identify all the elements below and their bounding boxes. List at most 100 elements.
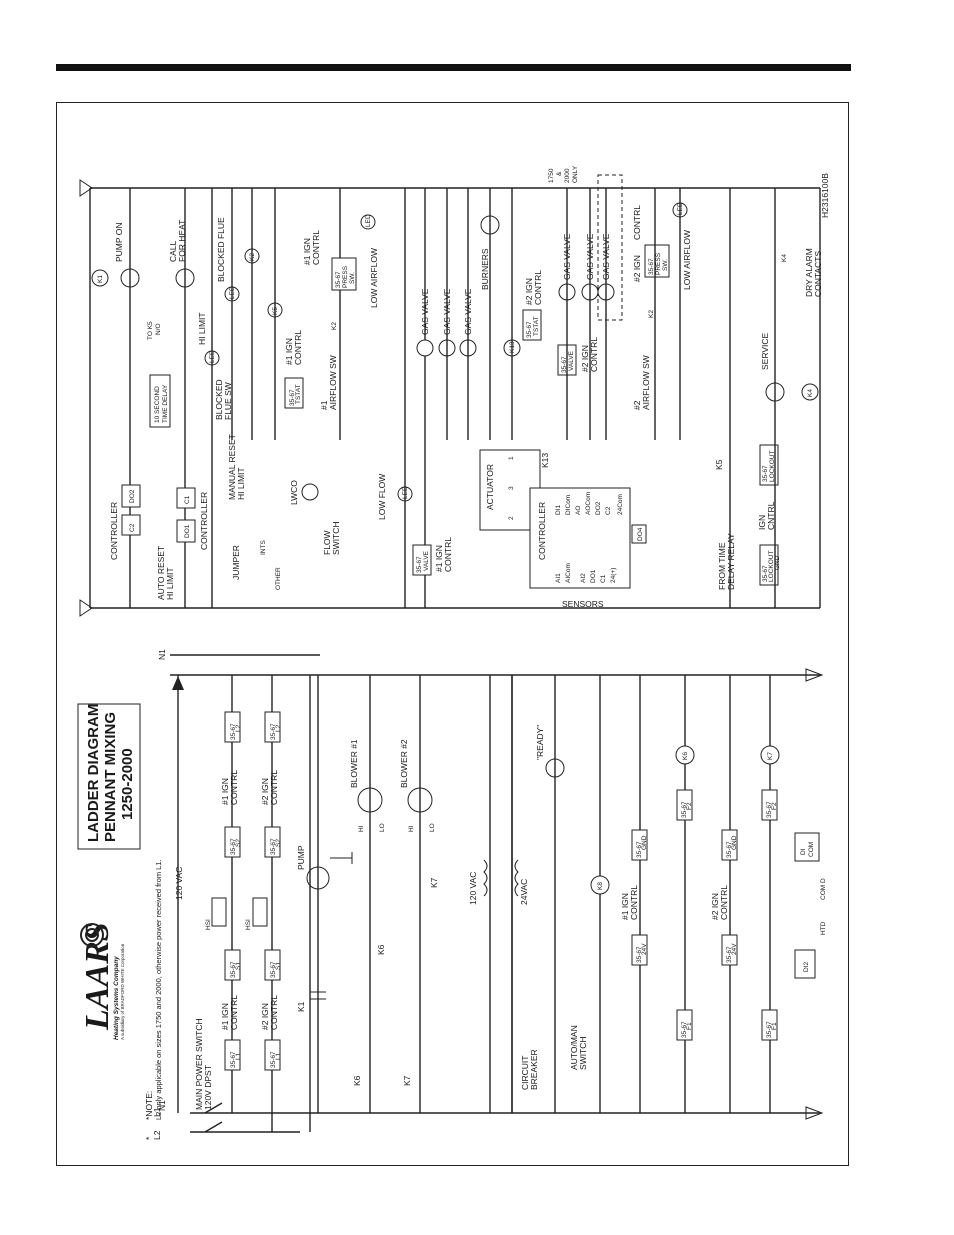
comd-label: COM D <box>820 878 827 900</box>
press1-ign: #1 IGN <box>302 238 312 265</box>
ign1-label-1: #1 IGN <box>220 1003 230 1030</box>
ints-label: INTS <box>260 540 267 555</box>
actuator-pin3: 3 <box>508 486 515 490</box>
controller-label: CONTROLLER <box>537 502 547 560</box>
ign1-24v-contrl: CONTRL <box>629 885 639 920</box>
actuator-pin2: 2 <box>508 516 515 520</box>
transformer-secondary: 24VAC <box>519 879 529 905</box>
ign2-l1-pin: L1 <box>275 1052 282 1060</box>
f1-code-1: 35-67 <box>681 1021 688 1038</box>
manual-reset-label2: HI LIMIT <box>236 467 246 500</box>
pin-ao: AO <box>575 506 582 515</box>
tstat2-ign: #2 IGN <box>524 278 534 305</box>
actuator-pin1: 1 <box>508 456 515 460</box>
actuator-label: ACTUATOR <box>485 464 495 510</box>
blower1-motor-icon <box>357 787 383 813</box>
only-1750: 1750 <box>548 168 555 183</box>
pin-di1: DI1 <box>555 505 562 516</box>
valve2-code: 35-67 <box>561 356 568 373</box>
low-flow-label: LOW FLOW <box>377 474 387 520</box>
to-k5-label2: N/O <box>155 323 162 335</box>
low-airflow1-led-icon <box>360 214 376 230</box>
n1-top-label: N1 <box>157 649 167 660</box>
k1-coil-label: K1 <box>97 275 104 283</box>
jumper-label: JUMPER <box>231 545 241 580</box>
auto-reset-label: AUTO RESET <box>156 546 166 600</box>
pin-24plus: 24(+) <box>610 568 617 583</box>
drawing-number: H2316100B <box>820 173 830 218</box>
call-heat-label: CALL <box>168 240 178 262</box>
f2-pin-2: F2 <box>771 802 778 810</box>
ctrl-c2-box: C2 <box>129 523 136 532</box>
ign2-l2-pin: L2 <box>275 724 282 732</box>
airflow1-num: #1 <box>319 400 329 410</box>
pin-aicom: AICom <box>565 563 572 583</box>
tstat1-ign: #1 IGN <box>284 338 294 365</box>
pin-24com: 24Com <box>617 494 624 515</box>
only-label: ONLY <box>572 165 579 183</box>
pin-do1: DO1 <box>590 569 597 583</box>
low-airflow1-label: LOW AIRFLOW <box>369 248 379 308</box>
ign1-gnd-code: 35-67 <box>636 841 643 858</box>
f1-code-2: 35-67 <box>766 1021 773 1038</box>
from-td-label: FROM TIME <box>717 542 727 590</box>
logo-emblem-icon <box>80 923 104 947</box>
k6-nc-label: K6 <box>376 944 386 955</box>
ign1-contrl-2: CONTRL <box>229 770 239 805</box>
lockout-gnd-code: 35-67 <box>762 565 769 582</box>
k4-coil-label: K4 <box>807 389 814 397</box>
logo-tagline: Heating Systems Company <box>113 956 120 1040</box>
ign2-24v-pin: 24V <box>731 943 738 955</box>
only-amp: & <box>556 171 563 176</box>
tstat2-contrl: CONTRL <box>533 270 543 305</box>
ign2-gnd-code: 35-67 <box>726 841 733 858</box>
press1-contrl: CONTRL <box>311 230 321 265</box>
valve1-contrl: CONTRL <box>443 537 453 572</box>
time-delay-label: 10 SECOND <box>154 386 161 423</box>
pin-dicom: DICom <box>565 495 572 515</box>
k2b-contact-label: K2 <box>648 310 655 318</box>
manual-reset-label: MANUAL RESET <box>227 434 237 500</box>
ctrl-upper-label: CONTROLLER <box>109 502 119 560</box>
blower2-label: BLOWER #2 <box>399 739 409 788</box>
hsi1-label: HSI <box>205 919 212 930</box>
blocked-sw-label: BLOCKED <box>214 379 224 420</box>
low-airflow1-led: LED <box>365 214 372 227</box>
ign-cntrl-label: IGN <box>757 515 767 530</box>
flow-switch-label2: SWITCH <box>331 521 341 555</box>
diagram-frame <box>56 102 849 1166</box>
pin-aocom: AOCom <box>585 492 592 515</box>
ign2-l2-code: 35-67 <box>270 723 277 740</box>
airflow2-num: #2 <box>632 400 642 410</box>
ign1-s1-code: 35-67 <box>230 961 237 978</box>
valve1-ign: #1 IGN <box>434 545 444 572</box>
ign1-label-2: #1 IGN <box>220 778 230 805</box>
ign2-label-1: #2 IGN <box>260 1003 270 1030</box>
tstat2-code: 35-67 <box>526 321 533 338</box>
ign1-24v-label: #1 IGN <box>620 893 630 920</box>
controller-box <box>529 487 631 589</box>
press2-code: 35-67 <box>648 258 655 275</box>
f2-code-2: 35-67 <box>766 801 773 818</box>
press1-sw: SW. <box>349 272 356 284</box>
logo-sub: A subsidiary of BRADFORD WHITE Corporati… <box>120 943 125 1040</box>
title-line1: LADDER DIAGRAM <box>85 704 102 842</box>
f2-code-1: 35-67 <box>681 801 688 818</box>
hi-limit-label: HI LIMIT <box>197 312 207 345</box>
pin-do2: DO2 <box>595 501 602 515</box>
k13-contact-label: K13 <box>540 453 550 468</box>
pin-c1: C1 <box>600 574 607 583</box>
flow-switch-label: FLOW <box>322 530 332 555</box>
lwco-label: LWCO <box>289 480 299 505</box>
tstat1-contrl: CONTRL <box>293 330 303 365</box>
logo-brand: LAARS <box>79 922 116 1031</box>
valve2-pin: VALVE <box>568 350 575 371</box>
sensors-text: SENSORS <box>562 599 604 609</box>
lower-section: N1 N1 MAIN POWER SWITCH 120V DPST L1 L2 … <box>144 649 827 1140</box>
tstat1-pin: TSTAT <box>295 384 302 404</box>
ign1-l2-pin: L2 <box>235 724 242 732</box>
ctrl-lower-label: CONTROLLER <box>199 492 209 550</box>
pump-motor-icon <box>306 866 330 890</box>
ign1-s2-code: 35-67 <box>230 838 237 855</box>
note-text: L2 only applicable on sizes 1750 and 200… <box>154 859 163 1120</box>
